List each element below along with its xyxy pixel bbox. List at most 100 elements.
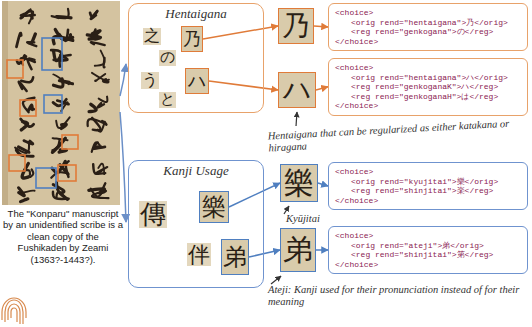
fingerprint-ridge: [8, 304, 20, 324]
ink-stroke: [21, 199, 28, 202]
fingerprint-ridge: [11, 308, 17, 322]
code-line: <orig rend="ateji">弟</orig>: [335, 241, 521, 251]
ink-stroke: [30, 9, 33, 18]
code-line: <reg rend="shinjitai">第</reg>: [335, 250, 521, 260]
connector-arrow: [209, 81, 278, 90]
glyph: 之: [143, 28, 161, 45]
manuscript-highlights: [7, 38, 78, 188]
leader-arrow: [271, 276, 281, 284]
pointer-arrow: [120, 112, 126, 222]
connector-arrow: [318, 183, 328, 186]
category-panel: Hentaigana 乃ハ 之のうと: [128, 3, 264, 113]
code-line: <reg rend="shinjitai">楽</reg>: [335, 186, 521, 196]
highlight-box: [7, 60, 23, 78]
annotation: Hentaigana that can be regularized as ei…: [268, 117, 519, 153]
ink-stroke: [102, 183, 106, 193]
code-line: <orig rend="hentaigana">乃</orig>: [335, 18, 521, 28]
ink-stroke: [52, 139, 59, 150]
connector-arrow: [249, 250, 280, 257]
ink-stroke: [26, 170, 30, 175]
manuscript-ink: [15, 9, 109, 202]
manuscript-edge: [2, 1, 8, 205]
ink-stroke: [98, 103, 104, 108]
highlight-box: [9, 155, 25, 171]
glyph-crop: 乃: [181, 26, 203, 52]
glyph: 樂: [284, 168, 314, 198]
ink-stroke: [19, 82, 27, 91]
glyph-crop: ハ: [278, 72, 316, 108]
glyph: と: [159, 92, 176, 108]
code-line: <reg rend="genkoganaH">は</reg>: [335, 92, 521, 102]
code-line: <choice>: [335, 8, 521, 18]
glyph: 弟: [223, 245, 247, 269]
ink-stroke: [91, 42, 105, 45]
annotation: Ateji: Kanji used for their pronunciatio…: [268, 284, 526, 307]
ink-stroke: [98, 164, 104, 174]
glyph: う: [141, 72, 159, 89]
tei-code-box: <choice><orig rend="ateji">弟</orig><reg …: [328, 226, 528, 274]
ink-stroke: [28, 59, 35, 70]
manuscript-paper: [2, 1, 120, 205]
leader-arrow: [296, 112, 297, 126]
connector-arrow: [316, 87, 328, 90]
ink-stroke: [56, 117, 69, 128]
ink-stroke: [18, 147, 29, 152]
connector-arrow: [314, 26, 328, 27]
glyph: 伴: [187, 243, 211, 266]
fingerprint-icon: [2, 298, 26, 324]
highlight-box: [58, 165, 76, 181]
glyph-crop: ハ: [185, 68, 209, 94]
ink-stroke: [27, 42, 36, 46]
ink-stroke: [92, 73, 109, 80]
ink-stroke: [89, 104, 96, 111]
caption: The "Konparu" manuscript by an unidentif…: [2, 208, 124, 265]
ink-stroke: [66, 161, 69, 177]
code-line: </choice>: [335, 260, 521, 270]
fingerprint-ridge: [2, 298, 26, 320]
code-line: </choice>: [335, 101, 521, 111]
panel-title: Kanji Usage: [129, 163, 263, 179]
glyph-crop: 弟: [221, 239, 249, 275]
code-line: </choice>: [335, 196, 521, 206]
ink-stroke: [54, 55, 68, 60]
ink-stroke: [92, 142, 100, 152]
ink-stroke: [53, 138, 68, 140]
glyph: の: [159, 50, 176, 66]
highlight-box: [42, 38, 62, 70]
ink-stroke: [21, 191, 34, 194]
ink-stroke: [91, 12, 97, 19]
code-line: <choice>: [335, 231, 521, 241]
panel-title: Hentaigana: [129, 6, 263, 22]
highlight-box: [62, 135, 78, 149]
tei-code-box: <choice><orig rend="hentaigana">ハ</orig>…: [328, 58, 528, 116]
code-line: <reg rend="genkogana">の</reg>: [335, 27, 521, 37]
ink-stroke: [16, 33, 21, 47]
code-line: <reg rend="genkoganaK">ハ</reg>: [335, 82, 521, 92]
highlight-box: [44, 95, 62, 113]
glyph: 弟: [283, 235, 313, 265]
ink-stroke: [52, 9, 69, 18]
glyph-crop: 樂: [199, 191, 229, 223]
glyph: 乃: [183, 30, 201, 48]
ink-stroke: [24, 141, 33, 144]
fingerprint-ridge: [5, 300, 23, 324]
tei-code-box: <choice><orig rend="hentaigana">乃</orig>…: [328, 3, 528, 51]
ink-stroke: [93, 147, 105, 149]
tei-code-box: <choice><orig rend="kyujitai">樂</orig><r…: [328, 162, 528, 210]
ink-stroke: [57, 183, 68, 200]
ink-stroke: [90, 11, 97, 17]
ink-stroke: [95, 50, 105, 65]
annotation: Kyūjitai: [286, 213, 320, 225]
glyph: 乃: [282, 12, 310, 40]
connector-arrow: [316, 249, 328, 251]
connector-arrow: [203, 26, 278, 39]
category-panel: Kanji Usage樂弟傳伴: [128, 160, 264, 288]
ink-stroke: [59, 150, 66, 152]
glyph-crop: 乃: [278, 8, 314, 44]
ink-stroke: [28, 105, 32, 110]
glyph: 樂: [202, 195, 226, 219]
connector-arrow: [229, 183, 280, 207]
glyph: ハ: [188, 72, 206, 90]
ink-stroke: [98, 122, 105, 132]
pointer-arrow: [120, 64, 126, 96]
